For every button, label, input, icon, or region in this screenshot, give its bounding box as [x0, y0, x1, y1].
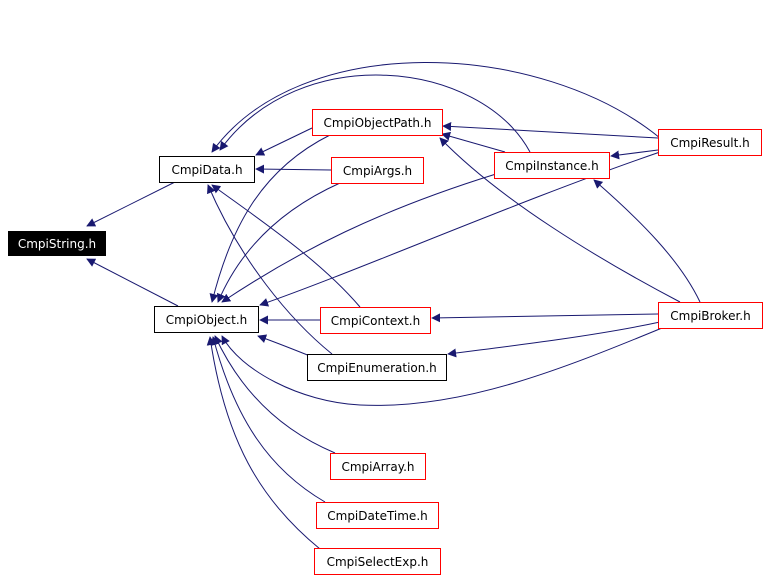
node-label-data: CmpiData.h: [171, 163, 242, 177]
edge-context-to-data: [211, 184, 361, 308]
edge-selectexp-to-object: [206, 336, 321, 550]
edge-instance-to-objectpath: [441, 131, 506, 153]
node-label-enumeration: CmpiEnumeration.h: [317, 361, 437, 375]
node-label-context: CmpiContext.h: [331, 314, 420, 328]
node-label-args: CmpiArgs.h: [343, 164, 412, 178]
node-array[interactable]: CmpiArray.h: [330, 453, 426, 480]
node-box-objectpath: [312, 109, 443, 136]
node-data[interactable]: CmpiData.h: [159, 156, 255, 183]
node-label-string: CmpiString.h: [18, 237, 96, 251]
edge-instance-to-object: [221, 173, 497, 303]
edge-result-to-objectpath: [442, 121, 659, 139]
edge-data-to-string: [86, 181, 176, 227]
edge-objectpath-to-object: [209, 134, 331, 303]
node-box-object: [154, 306, 259, 333]
edge-result-to-instance: [610, 149, 659, 160]
node-instance[interactable]: CmpiInstance.h: [494, 152, 610, 179]
edge-broker-to-enumeration: [447, 321, 661, 358]
edge-broker-to-objectpath: [439, 137, 681, 303]
node-label-object: CmpiObject.h: [166, 313, 248, 327]
node-label-result: CmpiResult.h: [670, 136, 750, 150]
node-box-instance: [494, 152, 610, 179]
node-result[interactable]: CmpiResult.h: [658, 129, 762, 156]
edge-args-to-object: [217, 182, 341, 303]
node-label-datetime: CmpiDateTime.h: [327, 509, 428, 523]
node-box-string: [8, 231, 106, 256]
node-selectexp[interactable]: CmpiSelectExp.h: [314, 548, 441, 575]
edge-objectpath-to-data: [255, 127, 313, 156]
edge-broker-to-instance: [593, 179, 701, 303]
node-box-datetime: [316, 502, 439, 529]
edge-args-to-data: [255, 164, 332, 174]
node-box-enumeration: [307, 354, 447, 381]
node-label-array: CmpiArray.h: [341, 460, 414, 474]
node-enumeration[interactable]: CmpiEnumeration.h: [307, 354, 447, 381]
node-object[interactable]: CmpiObject.h: [154, 306, 259, 333]
node-objectpath[interactable]: CmpiObjectPath.h: [312, 109, 443, 136]
node-box-result: [658, 129, 762, 156]
node-box-array: [330, 453, 426, 480]
node-string[interactable]: CmpiString.h: [8, 231, 106, 256]
node-args[interactable]: CmpiArgs.h: [331, 157, 424, 184]
node-box-args: [331, 157, 424, 184]
edge-datetime-to-object: [210, 336, 326, 503]
edge-result-to-data: [211, 62, 661, 153]
edge-broker-to-object: [221, 327, 663, 406]
edge-array-to-object: [214, 335, 336, 454]
node-label-objectpath: CmpiObjectPath.h: [324, 116, 432, 130]
node-context[interactable]: CmpiContext.h: [320, 307, 431, 334]
edge-broker-to-context: [431, 313, 659, 323]
node-label-selectexp: CmpiSelectExp.h: [327, 555, 429, 569]
edge-enumeration-to-data: [207, 184, 333, 355]
node-box-context: [320, 307, 431, 334]
edge-object-to-string: [86, 258, 179, 307]
node-box-selectexp: [314, 548, 441, 575]
edge-enumeration-to-object: [257, 334, 311, 357]
node-broker[interactable]: CmpiBroker.h: [658, 302, 763, 329]
node-label-broker: CmpiBroker.h: [670, 309, 750, 323]
edge-instance-to-data: [219, 74, 531, 153]
node-datetime[interactable]: CmpiDateTime.h: [316, 502, 439, 529]
node-box-broker: [658, 302, 763, 329]
node-label-instance: CmpiInstance.h: [505, 159, 598, 173]
node-box-data: [159, 156, 255, 183]
